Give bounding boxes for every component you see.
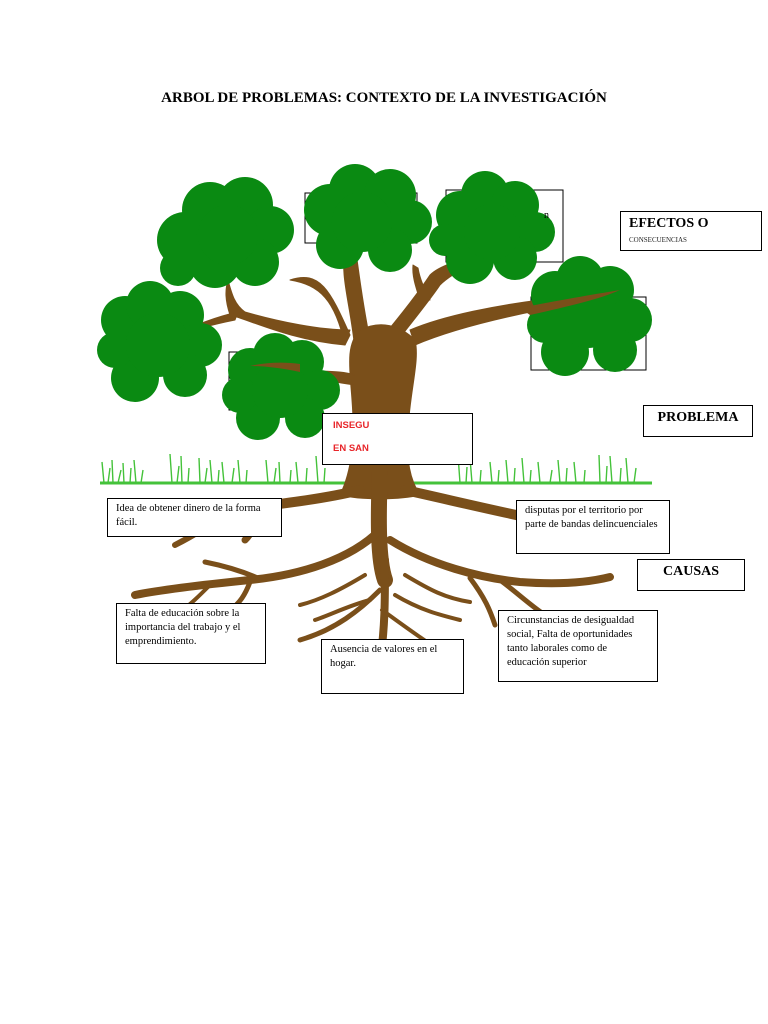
effects-label-subtext: CONSECUENCIAS (629, 236, 687, 244)
cause-text-3: Falta de educación sobre la importancia … (125, 608, 241, 647)
causes-label: CAUSAS (637, 559, 745, 591)
problem-line-1: INSEGU (333, 420, 370, 431)
problem-line-2: EN SAN (333, 443, 369, 454)
cause-text-1: Idea de obtener dinero de la forma fácil… (116, 503, 261, 528)
problem-box: INSEGU EN SAN (322, 413, 473, 465)
grass-tufts (101, 453, 637, 484)
cause-text-5: Circunstancias de desigualdad social, Fa… (507, 615, 635, 668)
effects-label-text: EFECTOS O (629, 216, 709, 231)
cause-box-1: Idea de obtener dinero de la forma fácil… (107, 498, 282, 537)
foliage-cloud-4 (97, 281, 222, 402)
cause-box-2: disputas por el territorio por parte de … (516, 500, 670, 554)
cause-box-3: Falta de educación sobre la importancia … (116, 603, 266, 664)
foliage-cloud-1 (157, 177, 294, 288)
cause-text-4: Ausencia de valores en el hogar. (330, 644, 438, 669)
foliage-cloud-2 (304, 164, 432, 272)
cause-box-5: Circunstancias de desigualdad social, Fa… (498, 610, 658, 682)
problem-label: PROBLEMA (643, 405, 753, 437)
foliage-cloud-3 (429, 171, 555, 284)
tree-foliage (97, 164, 652, 440)
cause-text-2: disputas por el territorio por parte de … (525, 505, 658, 530)
branch-tips (250, 290, 620, 372)
effect-box-2-text: n (544, 210, 549, 221)
effects-label: EFECTOS O CONSECUENCIAS (620, 211, 762, 251)
foliage-cloud-5 (527, 256, 652, 376)
cause-box-4: Ausencia de valores en el hogar. (321, 639, 464, 694)
foliage-cloud-6 (222, 333, 340, 440)
page-title: ARBOL DE PROBLEMAS: CONTEXTO DE LA INVES… (161, 90, 607, 106)
